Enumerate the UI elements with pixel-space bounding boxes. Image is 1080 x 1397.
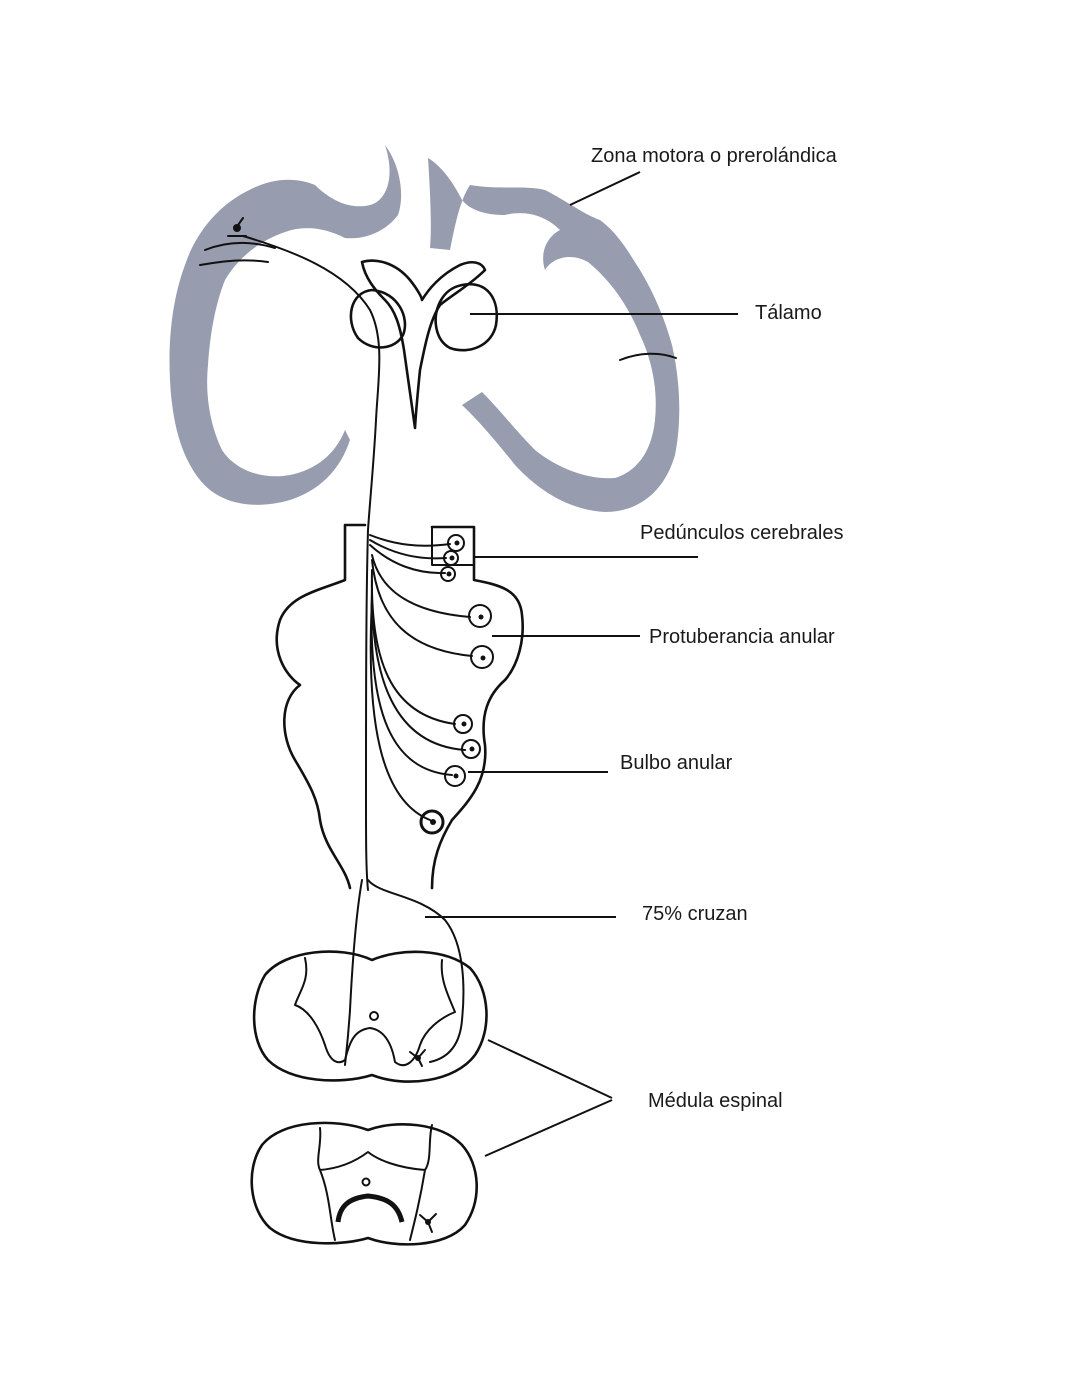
right-hemisphere-cortex [428,158,680,512]
spinal-cord-upper-grey-matter [294,957,456,1067]
nucleus-pons-1 [468,604,492,628]
main-descending-fiber [242,235,381,891]
nucleus-bulb-3 [444,765,466,787]
branch-peduncle-2 [369,539,447,560]
lower-horn-highlight [335,1193,405,1223]
label-thalamus: Tálamo [755,302,822,324]
nucleus-bulb-4 [419,809,445,835]
peduncle-box [431,526,475,566]
nucleus-bulb-2 [461,739,481,759]
label-cerebral-peduncles: Pedúnculos cerebrales [640,522,843,544]
nucleus-peduncle-3 [440,566,456,582]
leader-lines [425,171,738,1157]
thalamus-right [434,282,499,352]
leader-spinal-lower [484,1099,613,1157]
spinal-cord-lower-grey-matter [317,1124,433,1241]
label-spinal-cord: Médula espinal [648,1090,783,1112]
corticospinal-tract [242,235,473,1066]
central-canal-upper [369,1011,379,1021]
central-canal-lower [361,1177,371,1187]
brainstem-left-outline [275,523,367,890]
leader-motor-zone [569,171,641,206]
branch-peduncle-3 [369,544,446,575]
nucleus-bulb-1 [453,714,473,734]
branch-pons-2 [371,559,473,657]
nucleus-peduncle-2 [443,550,459,566]
brainstem-right-outline [430,525,524,890]
spinal-cord-lower-outline [250,1121,478,1246]
leader-spinal-upper [487,1039,613,1099]
labels: Zona motora o prerolándica Tálamo Pedúnc… [591,145,843,1112]
branch-bulb-4 [369,599,431,821]
label-medulla-oblongata: Bulbo anular [620,752,733,774]
label-pons: Protuberancia anular [649,626,835,648]
branch-peduncle-1 [369,534,451,547]
left-hemisphere-cortex [169,145,402,505]
spinal-cord-section-lower [250,1121,478,1246]
nucleus-peduncle-1 [447,534,465,552]
thalamus-left [349,288,407,349]
spinal-motor-neuron-upper [409,1049,426,1067]
right-sulcus-1 [619,352,677,361]
branch-bulb-1 [370,569,456,725]
label-motor-zone: Zona motora o prerolándica [591,145,838,167]
nucleus-pons-2 [470,645,494,669]
branch-pons-1 [371,554,471,618]
cranial-nerve-nuclei [419,534,494,835]
left-sulcus-1 [199,259,269,266]
crossing-fiber [367,879,465,1063]
brain-section [169,145,680,512]
spinal-motor-neuron-lower [419,1213,437,1233]
brainstem [275,523,524,890]
spinal-cord-section-upper [252,950,488,1083]
label-decussation: 75% cruzan [642,903,748,925]
spinal-cord-upper-outline [252,950,488,1083]
branch-bulb-2 [370,579,466,751]
left-sulcus-2 [204,242,276,251]
